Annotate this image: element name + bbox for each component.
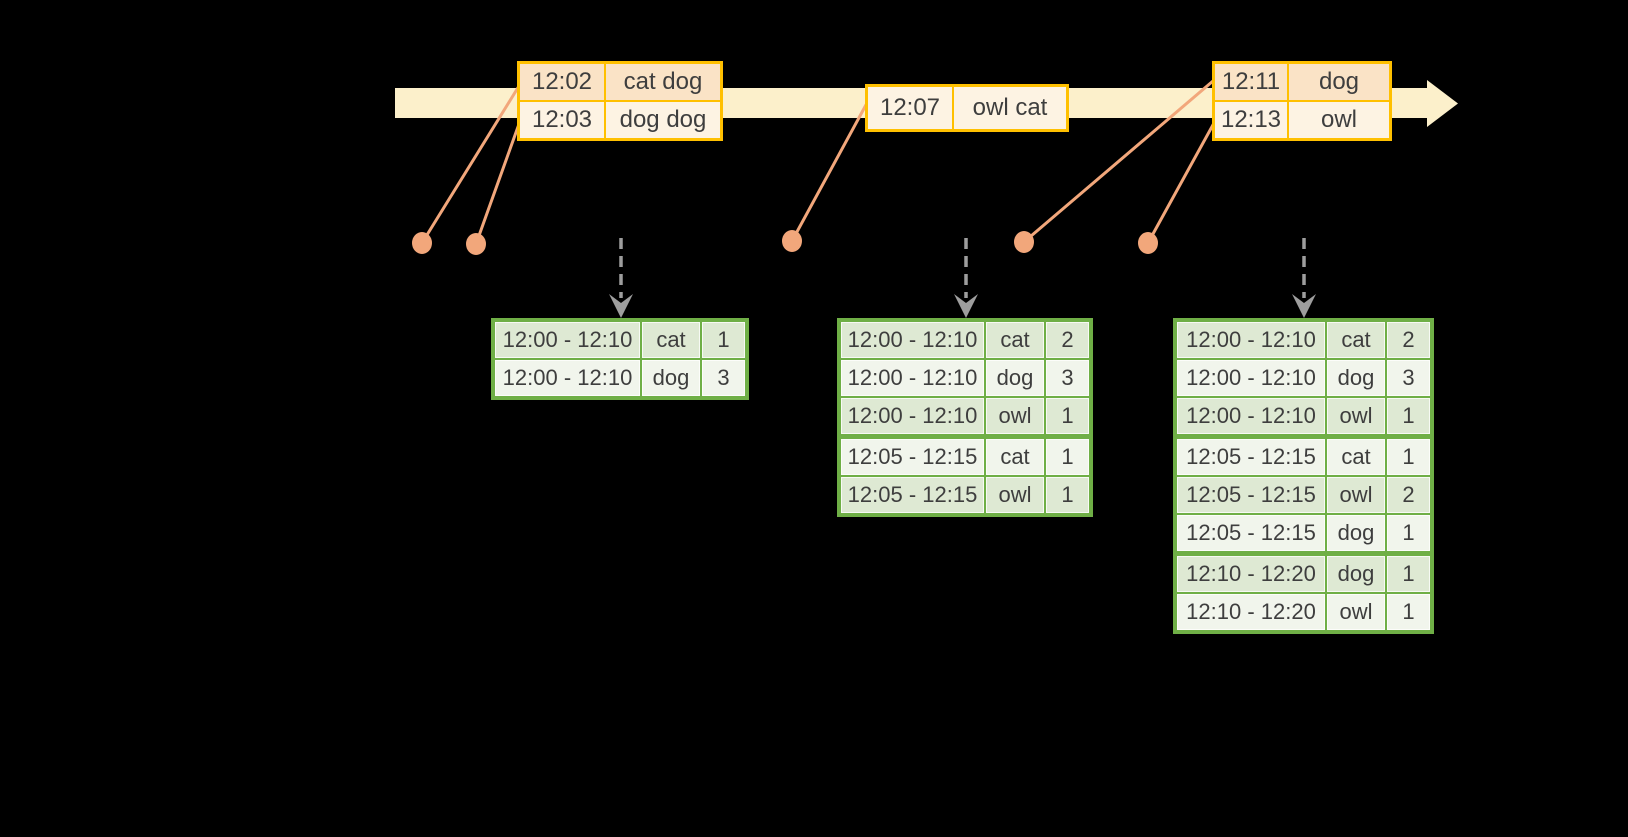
connector-line <box>1022 79 1215 244</box>
table-cell: 12:05 - 12:15 <box>841 439 984 475</box>
table-cell: owl <box>1327 594 1385 630</box>
table-cell: 2 <box>1046 322 1089 358</box>
table-cell: dog <box>1327 360 1385 396</box>
table-cell: owl cat <box>954 87 1066 129</box>
table-cell: 12:05 - 12:15 <box>1177 515 1325 551</box>
table-cell: cat <box>642 322 700 358</box>
table-cell: dog <box>1327 556 1385 592</box>
table-cell: owl <box>1289 102 1389 138</box>
trigger-arrowhead-icon <box>1292 294 1316 318</box>
table-cell: 12:00 - 12:10 <box>841 322 984 358</box>
table-cell: dog <box>1327 515 1385 551</box>
table-cell: owl <box>1327 398 1385 434</box>
table-cell: 12:13 <box>1215 102 1287 138</box>
table-cell: 1 <box>1046 477 1089 513</box>
trigger-arrowhead-icon <box>609 294 633 318</box>
timeline-arrowhead-icon <box>1427 80 1458 127</box>
connector-line <box>1146 121 1216 245</box>
table-cell: cat <box>986 439 1044 475</box>
event-dot <box>1138 232 1158 254</box>
connector-line <box>790 101 869 243</box>
table-cell: 3 <box>1046 360 1089 396</box>
table-cell: 12:00 - 12:10 <box>1177 322 1325 358</box>
event-dot <box>466 233 486 255</box>
table-cell: dog <box>1289 64 1389 100</box>
table-cell: 12:05 - 12:15 <box>1177 439 1325 475</box>
table-cell: 1 <box>1387 556 1430 592</box>
connector-line <box>474 122 521 246</box>
table-cell: dog <box>642 360 700 396</box>
table-cell: 12:00 - 12:10 <box>841 360 984 396</box>
table-cell: 3 <box>702 360 745 396</box>
table-cell: 12:10 - 12:20 <box>1177 556 1325 592</box>
table-cell: 12:00 - 12:10 <box>1177 360 1325 396</box>
table-cell: dog <box>986 360 1044 396</box>
table-cell: cat <box>986 322 1044 358</box>
table-cell: 1 <box>1387 515 1430 551</box>
table-cell: 1 <box>1046 398 1089 434</box>
table-cell: dog dog <box>606 102 720 138</box>
table-cell: 12:05 - 12:15 <box>841 477 984 513</box>
event-dot <box>1014 231 1034 253</box>
table-cell: cat dog <box>606 64 720 100</box>
table-cell: 12:00 - 12:10 <box>495 322 640 358</box>
table-cell: 12:02 <box>520 64 604 100</box>
table-cell: 1 <box>1387 439 1430 475</box>
table-cell: 2 <box>1387 322 1430 358</box>
table-cell: 12:05 - 12:15 <box>1177 477 1325 513</box>
event-dot <box>412 232 432 254</box>
table-cell: 2 <box>1387 477 1430 513</box>
table-cell: cat <box>1327 322 1385 358</box>
table-cell: cat <box>1327 439 1385 475</box>
table-cell: 3 <box>1387 360 1430 396</box>
table-cell: 1 <box>702 322 745 358</box>
table-cell: 1 <box>1387 594 1430 630</box>
table-cell: 1 <box>1046 439 1089 475</box>
table-cell: 1 <box>1387 398 1430 434</box>
table-cell: owl <box>986 477 1044 513</box>
table-cell: 12:00 - 12:10 <box>1177 398 1325 434</box>
table-cell: 12:07 <box>868 87 952 129</box>
table-cell: 12:03 <box>520 102 604 138</box>
trigger-arrowhead-icon <box>954 294 978 318</box>
table-cell: owl <box>986 398 1044 434</box>
connector-line <box>420 84 521 245</box>
table-cell: owl <box>1327 477 1385 513</box>
table-cell: 12:10 - 12:20 <box>1177 594 1325 630</box>
table-cell: 12:00 - 12:10 <box>495 360 640 396</box>
event-dot <box>782 230 802 252</box>
table-cell: 12:11 <box>1215 64 1287 100</box>
table-cell: 12:00 - 12:10 <box>841 398 984 434</box>
